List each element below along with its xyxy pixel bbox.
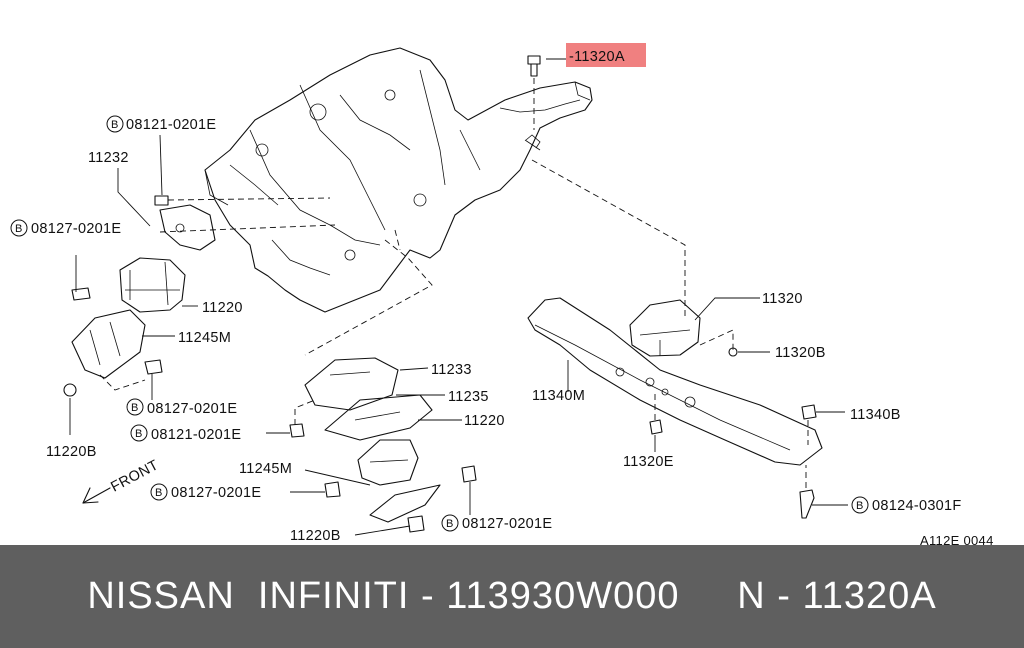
banner-text: NISSAN INFINITI - 113930W000 N - 11320A (87, 575, 937, 617)
bolt-symbol-letter: B (111, 119, 118, 131)
bolt-symbol (106, 115, 124, 133)
label-11320b: 11320B (775, 345, 826, 361)
label-08127-0201e-lower: 08127-0201E (171, 485, 261, 501)
label-08121-0201e-center: 08121-0201E (151, 427, 241, 443)
bolt-symbol (441, 514, 459, 532)
bolt-symbol (130, 424, 148, 442)
left-bracket-drawing (117, 168, 336, 251)
bolt-symbol (150, 483, 168, 501)
label-11233: 11233 (431, 362, 472, 378)
label-08127-0201e-right: 08127-0201E (462, 516, 552, 532)
bolt-symbol-letter: B (446, 518, 453, 530)
label-11245m-left: 11245M (178, 330, 231, 346)
bolt-symbol-letter: B (856, 500, 863, 512)
bolt-symbol-letter: B (135, 428, 142, 440)
parts-diagram: -11320A B 08121-0201E 11232 B 08127-0201… (10, 43, 994, 545)
label-08127-0201e-midleft: 08127-0201E (147, 401, 237, 417)
left-heat-shield-drawing (71, 309, 175, 391)
label-11245m-center: 11245M (239, 461, 292, 477)
engine-transmission-drawing (204, 47, 593, 313)
bolt-symbol-letter: B (155, 487, 162, 499)
center-mount-drawing (304, 229, 462, 523)
rear-mount-drawing (629, 297, 770, 357)
center-fasteners-drawing (289, 399, 477, 536)
part-number-banner: NISSAN INFINITI - 113930W000 N - 11320A (0, 545, 1024, 648)
front-arrow-icon (82, 487, 111, 504)
label-diagram-code: A112E 0044 (920, 533, 994, 545)
label-11340b: 11340B (850, 407, 901, 423)
label-front: FRONT (108, 457, 161, 495)
label-11220-left: 11220 (202, 300, 243, 316)
bolt-symbol (126, 398, 144, 416)
label-11232: 11232 (88, 150, 129, 166)
guide-line-rear (531, 159, 686, 320)
top-bolt-drawing (525, 55, 541, 149)
bolt-symbol-letter: B (131, 402, 138, 414)
highlight-box (566, 43, 646, 67)
left-fasteners-drawing (63, 255, 163, 435)
left-mount-drawing (119, 257, 198, 313)
label-11220-center: 11220 (464, 413, 505, 429)
bolt-symbol (10, 219, 28, 237)
label-11320: 11320 (762, 291, 803, 307)
label-11340m: 11340M (532, 388, 585, 404)
label-08121-0201e-top: 08121-0201E (126, 117, 216, 133)
label-08124-0301f: 08124-0301F (872, 498, 962, 514)
member-fasteners-drawing (649, 390, 848, 519)
leader (159, 134, 163, 196)
label-11220b-center: 11220B (290, 528, 341, 544)
bolt-symbol (851, 496, 869, 514)
label-08127-0201e-left: 08127-0201E (31, 221, 121, 237)
diagram-svg: -11320A B 08121-0201E 11232 B 08127-0201… (10, 43, 994, 545)
label-11320e: 11320E (623, 454, 674, 470)
label-11220b-left: 11220B (46, 444, 97, 460)
bolt-symbol-letter: B (15, 223, 22, 235)
label-11320a: -11320A (569, 49, 625, 65)
label-11235: 11235 (448, 389, 489, 405)
cross-member-drawing (527, 297, 823, 466)
